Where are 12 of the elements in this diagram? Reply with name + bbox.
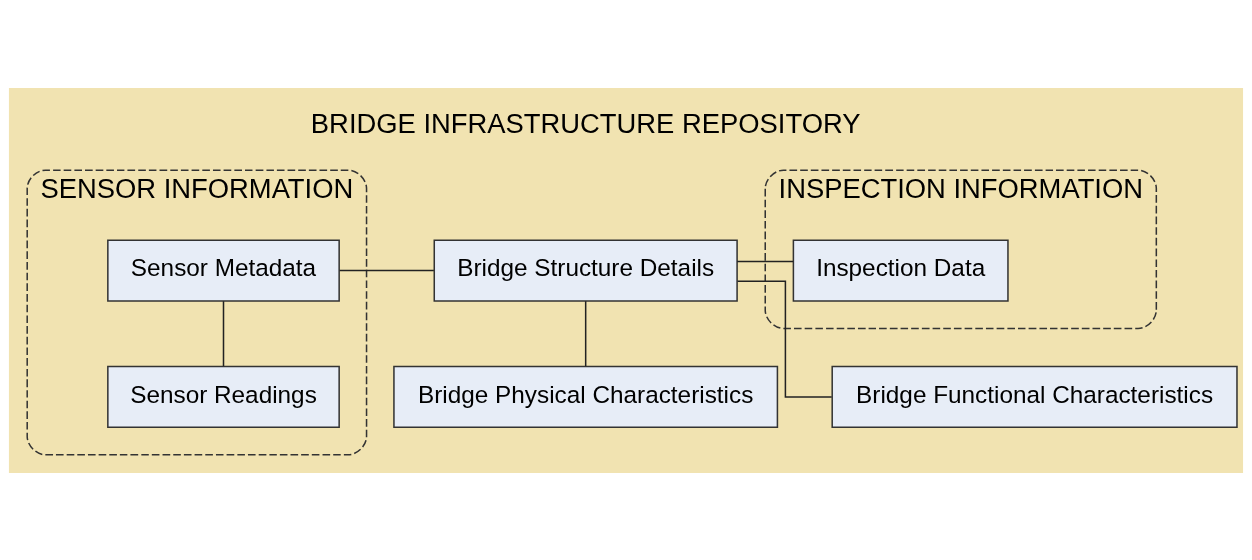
label: BRIDGE INFRASTRUCTURE REPOSITORY	[310, 107, 861, 139]
node-box: Sensor Metadata	[107, 238, 340, 302]
connector	[736, 280, 833, 398]
node-box: Sensor Readings	[107, 365, 340, 428]
node-box: Bridge Structure Details	[433, 238, 738, 302]
connector	[584, 299, 587, 367]
node-box: Bridge Functional Characteristics	[831, 365, 1238, 428]
node-box: Inspection Data	[792, 238, 1009, 302]
connector	[222, 299, 225, 367]
node-box: Bridge Physical Characteristics	[393, 365, 779, 428]
connector	[338, 269, 435, 271]
connector	[736, 260, 794, 262]
